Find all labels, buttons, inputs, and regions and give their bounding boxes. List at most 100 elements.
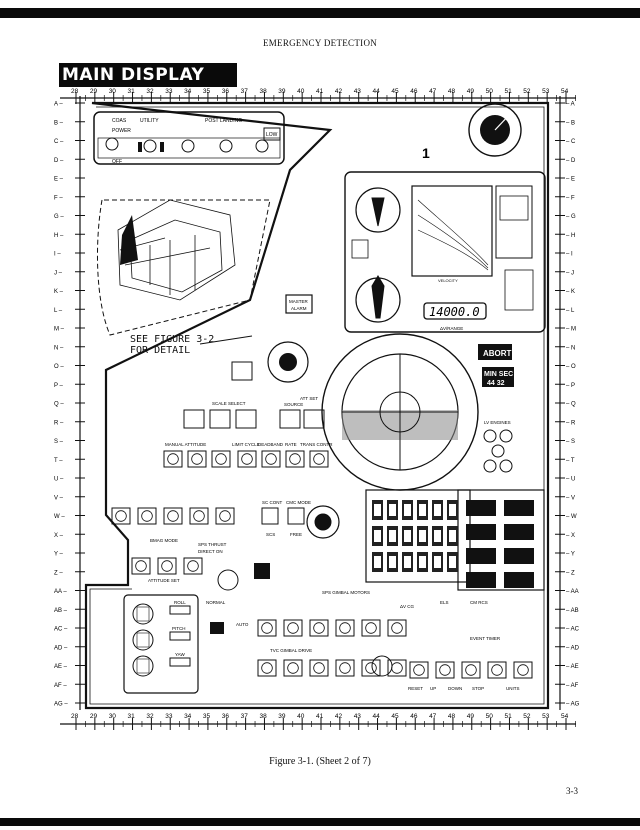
row-label: Y – (54, 552, 64, 558)
row-label: L – (54, 308, 63, 314)
toggle-switch[interactable] (435, 661, 455, 679)
toggle-knob (517, 664, 529, 676)
toggle-switch[interactable] (309, 450, 329, 468)
toggle-switch[interactable] (409, 661, 429, 679)
range-label: ΔV/RANGE (440, 326, 463, 331)
row-label: – F (566, 195, 575, 201)
toggle-switch[interactable] (137, 507, 157, 525)
toggle-switch[interactable] (257, 659, 277, 677)
direct-on-button[interactable] (254, 563, 270, 579)
toggle-switch[interactable] (283, 659, 303, 677)
toggle-switch[interactable] (487, 661, 507, 679)
row-label: AA – (54, 589, 67, 595)
column-label: 51 (504, 88, 512, 95)
toggle-switch[interactable] (335, 659, 355, 677)
toggle-switch[interactable] (111, 507, 131, 525)
toggle-knob (313, 622, 325, 634)
push-button[interactable] (466, 524, 496, 540)
toggle-switch[interactable] (237, 450, 257, 468)
toggle-switch[interactable] (163, 450, 183, 468)
console-title-banner: MAIN DISPLAY CONSOLE (59, 63, 237, 109)
column-label: 34 (184, 88, 192, 95)
toggle-switch[interactable] (257, 619, 277, 637)
master-alarm-line1: MASTER (289, 299, 309, 304)
utility-label: UTILITY (140, 118, 159, 124)
toggle-switch[interactable] (215, 507, 235, 525)
toggle-switch[interactable] (211, 450, 231, 468)
toggle-switch[interactable] (157, 557, 177, 575)
push-button[interactable] (504, 572, 534, 588)
column-label: 42 (335, 88, 343, 95)
row-label: A – (54, 102, 63, 108)
row-label: Z – (54, 570, 63, 576)
toggle-switch[interactable] (261, 450, 281, 468)
column-label: 40 (297, 88, 305, 95)
reset-label: RESET (408, 686, 423, 691)
post-landing-label: POST LANDING (205, 118, 242, 124)
column-label: 36 (222, 88, 230, 95)
column-label: 48 (448, 713, 456, 720)
push-button[interactable] (504, 524, 534, 540)
sc-cont-label: SC CONT (262, 500, 283, 505)
toggle-switch[interactable] (285, 450, 305, 468)
abort-button[interactable] (478, 344, 512, 360)
toggle-switch[interactable] (131, 557, 151, 575)
toggle-switch[interactable] (387, 619, 407, 637)
push-button[interactable] (466, 548, 496, 564)
row-label: W – (54, 514, 65, 520)
toggle-knob (391, 662, 403, 674)
row-label: D – (54, 158, 64, 164)
row-label: – O (566, 364, 576, 370)
auto-button[interactable] (210, 622, 224, 634)
column-label: 30 (109, 88, 117, 95)
row-label: AD – (54, 645, 68, 651)
row-label: – J (566, 270, 574, 276)
row-label: – Z (566, 570, 575, 576)
push-button[interactable] (504, 500, 534, 516)
delta-v-cg-label: ΔV CG (400, 604, 415, 609)
velocity-display-frame (423, 302, 487, 320)
row-label: – M (566, 327, 576, 333)
toggle-knob (161, 560, 173, 572)
push-button[interactable] (466, 500, 496, 516)
talkback-window (374, 504, 381, 516)
toggle-switch[interactable] (513, 661, 533, 679)
row-label: F – (54, 195, 63, 201)
event-timer-label: EVENT TIMER (470, 636, 501, 641)
toggle-switch[interactable] (461, 661, 481, 679)
detail-shaded-area (120, 215, 138, 265)
toggle-switch[interactable] (361, 659, 381, 677)
row-label: X – (54, 533, 64, 539)
column-label: 43 (354, 713, 362, 720)
lv-engine-lights (483, 429, 513, 473)
up-label: UP (430, 686, 436, 691)
row-label: – R (566, 420, 576, 426)
column-label: 29 (90, 713, 98, 720)
toggle-switch[interactable] (387, 659, 407, 677)
attitude-set-label: ATTITUDE SET (148, 578, 180, 583)
toggle-switch[interactable] (187, 450, 207, 468)
toggle-switch[interactable] (309, 659, 329, 677)
row-label: – K (566, 289, 575, 295)
row-label: Q – (54, 402, 64, 408)
toggle-switch[interactable] (361, 619, 381, 637)
row-label: H – (54, 233, 64, 239)
push-button[interactable] (466, 572, 496, 588)
talkback-window (419, 556, 426, 568)
toggle-switch[interactable] (335, 619, 355, 637)
row-label: R – (54, 420, 64, 426)
toggle-switch[interactable] (183, 557, 203, 575)
thumbwheel-pitch-label: PITCH (172, 626, 186, 631)
row-label: – B (566, 120, 575, 126)
toggle-switch[interactable] (189, 507, 209, 525)
toggle-switch[interactable] (163, 507, 183, 525)
row-label: AG – (54, 702, 68, 708)
toggle-switch[interactable] (309, 619, 329, 637)
column-label: 38 (259, 713, 267, 720)
row-label: N – (54, 345, 64, 351)
toggle-knob (287, 622, 299, 634)
column-label: 53 (542, 713, 550, 720)
push-button[interactable] (504, 548, 534, 564)
toggle-switch[interactable] (283, 619, 303, 637)
column-label: 52 (523, 713, 531, 720)
